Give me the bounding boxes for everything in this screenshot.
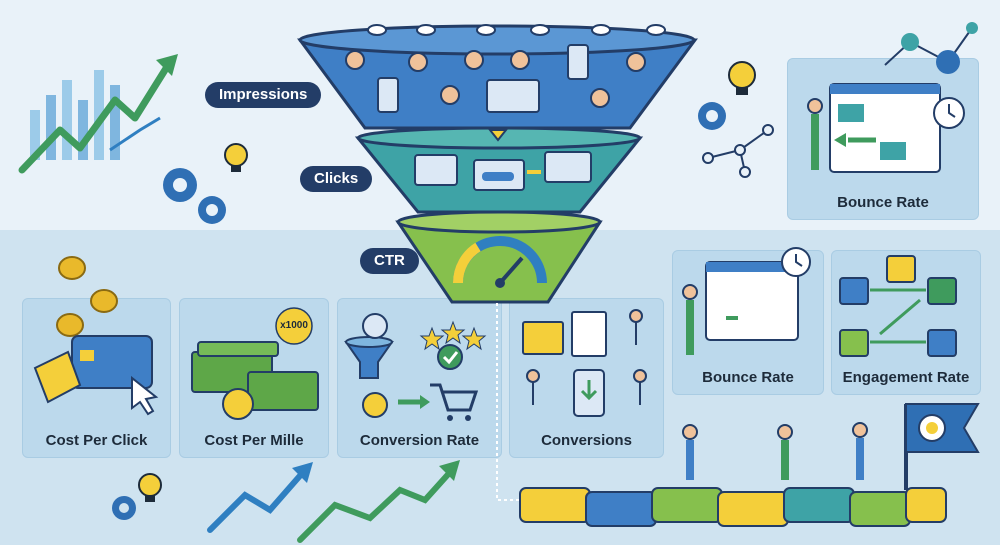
conversion-rate-label: Conversion Rate	[359, 432, 480, 449]
heart-icon	[886, 255, 916, 283]
checkmark-icon	[437, 344, 463, 370]
scatter-nodes-icon	[702, 124, 774, 178]
like-icon	[839, 277, 869, 305]
bounce-rate-top-label: Bounce Rate	[837, 194, 929, 211]
x1000-badge-text: x1000	[280, 320, 308, 331]
eye-icon	[367, 24, 666, 36]
gear-icon	[112, 496, 136, 520]
gauge-icon	[452, 236, 547, 288]
lightbulb-icon	[728, 61, 756, 95]
document-icon	[571, 311, 607, 357]
lightbulb-icon	[138, 473, 162, 502]
people-icon	[839, 329, 869, 357]
stage-label-impressions: Impressions	[205, 82, 322, 108]
engagement-rate-label: Engagement Rate	[842, 369, 970, 386]
audience-people-icon	[345, 50, 646, 108]
laptop-icon	[486, 79, 540, 113]
cursor-icon	[131, 375, 159, 416]
star-icon	[419, 320, 487, 351]
cash-stack-icon	[191, 341, 319, 420]
share-icon	[927, 277, 957, 305]
credit-card-icon	[71, 335, 153, 389]
down-arrow-icon	[487, 129, 509, 142]
price-tag-icon	[33, 350, 82, 404]
phone-icon	[377, 77, 399, 113]
x1000-badge-circle	[275, 307, 313, 345]
gift-icon	[522, 321, 564, 355]
flag-target-icon	[904, 403, 980, 490]
gear-icon	[163, 168, 226, 224]
stage-label-ctr: CTR	[360, 248, 419, 274]
puzzle-icon	[519, 487, 947, 527]
network-nodes-icon	[884, 22, 978, 74]
bounce-rate-small-label: Bounce Rate	[702, 369, 794, 386]
gear-icon	[698, 102, 726, 130]
rising-bar-chart-icon	[18, 54, 178, 174]
cost-per-click-label: Cost Per Click	[45, 432, 148, 449]
funnel-icon	[344, 336, 394, 379]
conversions-label: Conversions	[541, 432, 632, 449]
shopping-cart-icon	[430, 383, 479, 421]
lightbulb-icon	[224, 143, 248, 172]
coin-icon	[56, 256, 118, 337]
marketing-funnel	[297, 24, 698, 501]
stage-label-clicks: Clicks	[300, 166, 373, 192]
cost-per-mille-label: Cost Per Mille	[204, 432, 304, 449]
celebrating-people-icon	[526, 309, 647, 405]
chat-icon	[927, 329, 957, 357]
walking-people-icon	[682, 422, 868, 480]
